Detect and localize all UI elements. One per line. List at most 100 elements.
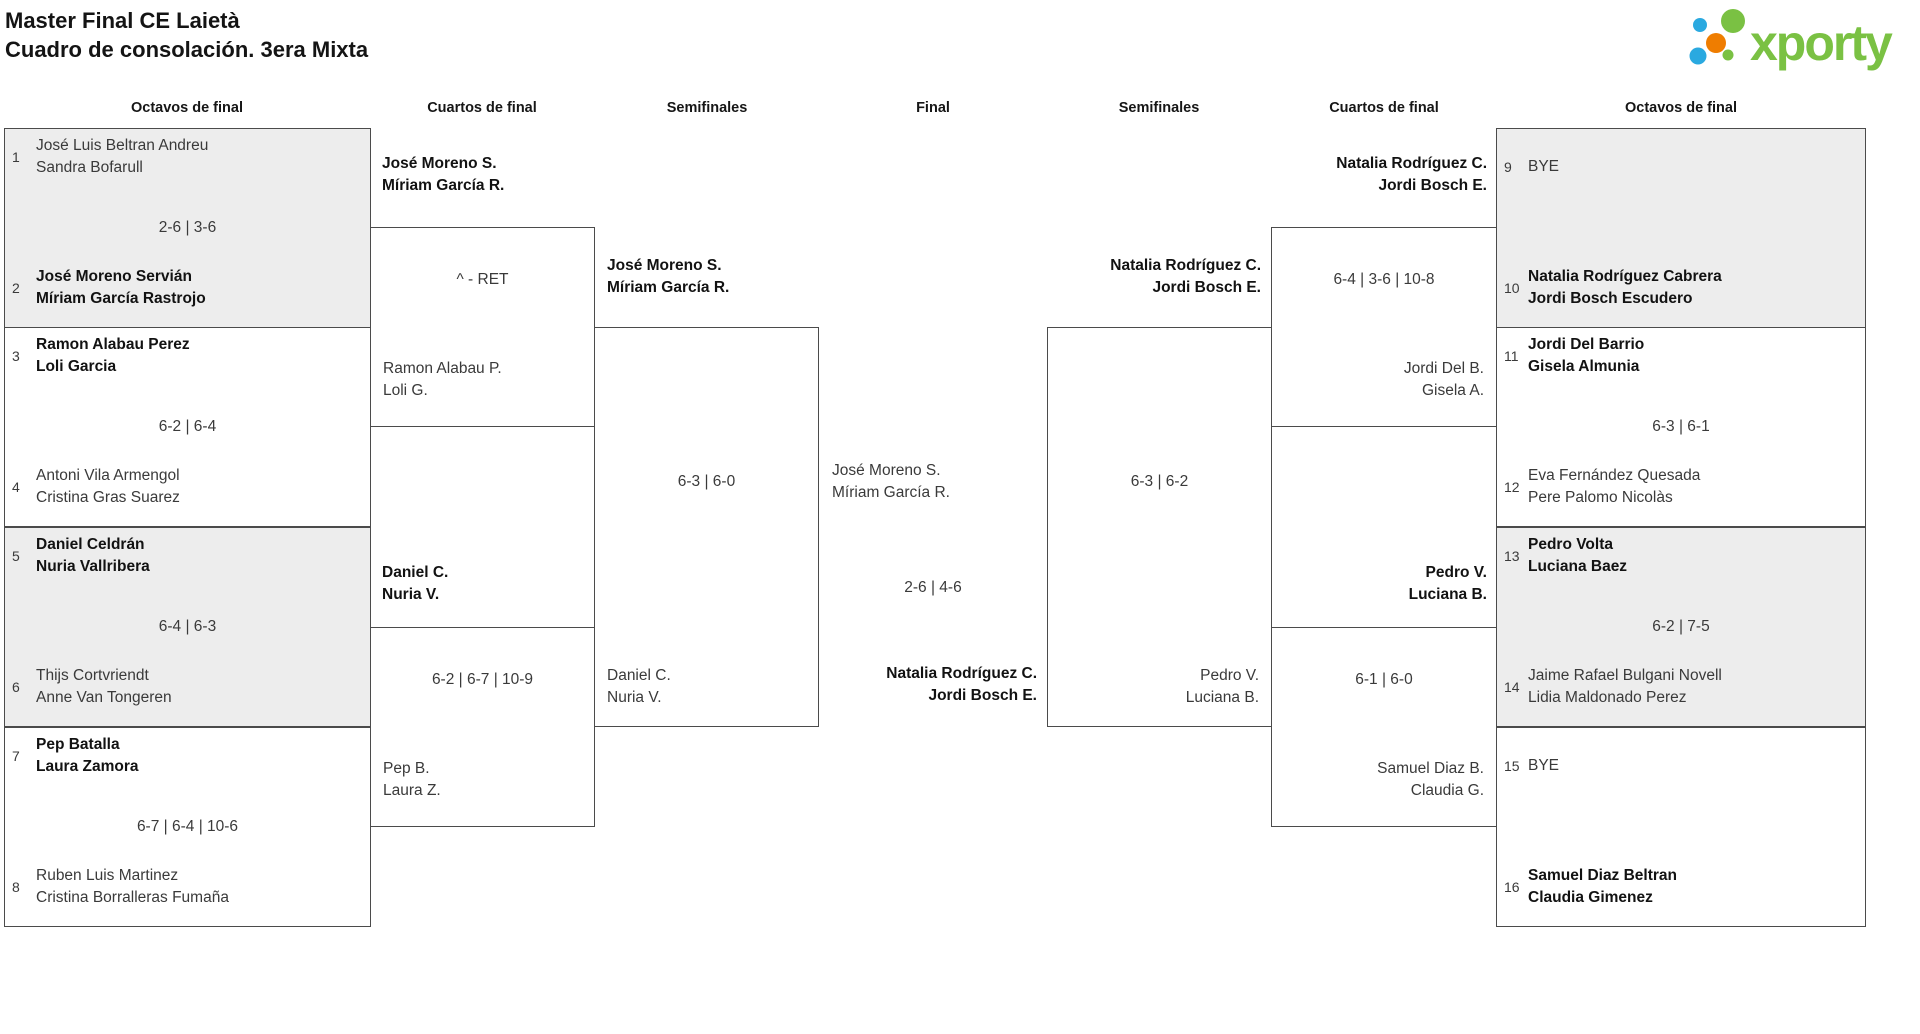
match-entry: 6 Thijs Cortvriendt Anne Van Tongeren [12, 665, 172, 709]
sf-right-winner: Natalia Rodríguez C. Jordi Bosch E. [1047, 255, 1261, 299]
seed-number: 1 [12, 149, 20, 165]
team: Thijs Cortvriendt Anne Van Tongeren [36, 665, 172, 709]
round-header-octavos-right: Octavos de final [1624, 100, 1737, 116]
team-name: Jordi Del B. [1403, 360, 1484, 377]
team-name: Claudia Gimenez [1528, 889, 1653, 906]
team-name: Nuria V. [607, 689, 662, 706]
seed-number: 4 [12, 479, 20, 495]
team-name: Laura Zamora [36, 758, 139, 775]
team-name: Pedro V. [1200, 667, 1259, 684]
match-score: ^ - RET [456, 271, 509, 288]
seed-number: 8 [12, 879, 20, 895]
match-entry: 1 José Luis Beltran Andreu Sandra Bofaru… [12, 135, 208, 179]
team-name: Jordi Bosch E. [1378, 177, 1487, 194]
team: José Luis Beltran Andreu Sandra Bofarull [36, 135, 208, 179]
team: Natalia Rodríguez Cabrera Jordi Bosch Es… [1528, 266, 1722, 310]
round-header-cuartos-right: Cuartos de final [1329, 100, 1439, 116]
team-name: Pep B. [383, 760, 430, 777]
match-box-r16-left-4: 7 Pep Batalla Laura Zamora 6-7 | 6-4 | 1… [4, 727, 371, 927]
team-name: José Moreno S. [607, 257, 722, 274]
team-name: Jordi Bosch Escudero [1528, 290, 1693, 307]
team-name: Pere Palomo Nicolàs [1528, 489, 1673, 506]
team-name: Daniel Celdrán [36, 536, 145, 553]
team-name: Luciana B. [1185, 689, 1259, 706]
team-name: Loli G. [383, 382, 428, 399]
team-name: Míriam García R. [607, 279, 730, 296]
team-name: Daniel C. [607, 667, 671, 684]
match-entry: 15 BYE [1504, 755, 1559, 777]
team: Eva Fernández Quesada Pere Palomo Nicolà… [1528, 465, 1700, 509]
round-header-semis-left: Semifinales [666, 100, 748, 116]
match-box-r16-right-2: 11 Jordi Del Barrio Gisela Almunia 6-3 |… [1496, 327, 1866, 527]
team-name: José Moreno S. [382, 155, 497, 172]
team: Pep Batalla Laura Zamora [36, 734, 139, 778]
qf-right-1-winner: Natalia Rodríguez C. Jordi Bosch E. [1272, 153, 1487, 197]
match-score: 6-3 | 6-0 [677, 473, 736, 490]
team-name: Gisela A. [1421, 382, 1484, 399]
xporty-logo-text: xporty [1750, 15, 1893, 71]
seed-number: 3 [12, 348, 20, 364]
team-name: Natalia Rodríguez C. [886, 665, 1037, 682]
round-header-cuartos-left: Cuartos de final [427, 100, 537, 116]
match-score: 6-3 | 6-2 [1130, 473, 1189, 490]
round-header-octavos-left: Octavos de final [130, 100, 243, 116]
team-name: Míriam García R. [832, 484, 950, 501]
match-entry: 2 José Moreno Servián Míriam García Rast… [12, 266, 206, 310]
team-name: Jordi Del Barrio [1528, 336, 1645, 353]
match-box-sf-left: 6-3 | 6-0 Daniel C. Nuria V. [594, 327, 819, 727]
match-box-r16-left-2: 3 Ramon Alabau Perez Loli Garcia 6-2 | 6… [4, 327, 371, 527]
team-name: José Luis Beltran Andreu [36, 137, 209, 154]
team-name: Pedro V. [1425, 564, 1487, 581]
team-name: Nuria V. [382, 586, 440, 603]
team-name: Antoni Vila Armengol [36, 467, 180, 484]
seed-number: 7 [12, 748, 20, 764]
match-box-r16-right-4: 15 BYE 16 Samuel Diaz Beltran Claudia Gi… [1496, 727, 1866, 927]
match-entry: 16 Samuel Diaz Beltran Claudia Gimenez [1504, 865, 1677, 909]
seed-number: 15 [1504, 758, 1520, 774]
sf-left-winner: José Moreno S. Míriam García R. [607, 255, 729, 299]
team: Jordi Del Barrio Gisela Almunia [1528, 334, 1644, 378]
match-box-qf-left-2: 6-2 | 6-7 | 10-9 Pep B. Laura Z. [370, 627, 595, 827]
team-name: Samuel Diaz B. [1377, 760, 1484, 777]
team-name: Míriam García R. [382, 177, 505, 194]
team-name: José Moreno Servián [36, 268, 192, 285]
team-name: Natalia Rodríguez Cabrera [1528, 268, 1722, 285]
team-name: Jaime Rafael Bulgani Novell [1528, 667, 1722, 684]
team-name: Ramon Alabau P. [383, 360, 502, 377]
match-box-r16-right-3: 13 Pedro Volta Luciana Baez 6-2 | 7-5 14… [1496, 527, 1866, 727]
team: Daniel Celdrán Nuria Vallribera [36, 534, 150, 578]
xporty-logo[interactable]: xporty [1686, 2, 1920, 82]
team: Ramon Alabau Perez Loli Garcia [36, 334, 190, 378]
team-name: Míriam García Rastrojo [36, 290, 206, 307]
team: Jaime Rafael Bulgani Novell Lidia Maldon… [1528, 665, 1722, 709]
team-name: Nuria Vallribera [36, 558, 150, 575]
team-name: BYE [1528, 757, 1560, 774]
team-name: Natalia Rodríguez C. [1336, 155, 1487, 172]
qf-left-1-loser: Ramon Alabau P. Loli G. [383, 358, 502, 402]
match-score: 6-3 | 6-1 [1652, 418, 1710, 435]
seed-number: 5 [12, 548, 20, 564]
team-name: Luciana Baez [1528, 558, 1628, 575]
match-entry: 9 BYE [1504, 156, 1559, 178]
team-name: Ruben Luis Martinez [36, 867, 179, 884]
tournament-name: Master Final CE Laietà [5, 8, 240, 33]
round-header-semis-right: Semifinales [1118, 100, 1200, 116]
match-box-r16-left-1: 1 José Luis Beltran Andreu Sandra Bofaru… [4, 128, 371, 328]
team-name: Luciana B. [1408, 586, 1487, 603]
team: José Moreno Servián Míriam García Rastro… [36, 266, 206, 310]
team-name: Samuel Diaz Beltran [1528, 867, 1678, 884]
team-name: Natalia Rodríguez C. [1110, 257, 1261, 274]
final-champion: Natalia Rodríguez C. Jordi Bosch E. [819, 663, 1037, 707]
match-box-sf-right: 6-3 | 6-2 Pedro V. Luciana B. [1047, 327, 1272, 727]
match-score: 2-6 | 3-6 [158, 219, 217, 236]
match-score: 6-2 | 7-5 [1652, 618, 1710, 635]
seed-number: 13 [1504, 548, 1520, 564]
seed-number: 2 [12, 280, 20, 296]
match-entry: 5 Daniel Celdrán Nuria Vallribera [12, 534, 150, 578]
team-name: Sandra Bofarull [36, 159, 143, 176]
team-name: Cristina Gras Suarez [36, 489, 180, 506]
match-score: 6-4 | 6-3 [158, 618, 217, 635]
match-entry: 8 Ruben Luis Martinez Cristina Borraller… [12, 865, 229, 909]
match-entry: 11 Jordi Del Barrio Gisela Almunia [1504, 334, 1644, 378]
